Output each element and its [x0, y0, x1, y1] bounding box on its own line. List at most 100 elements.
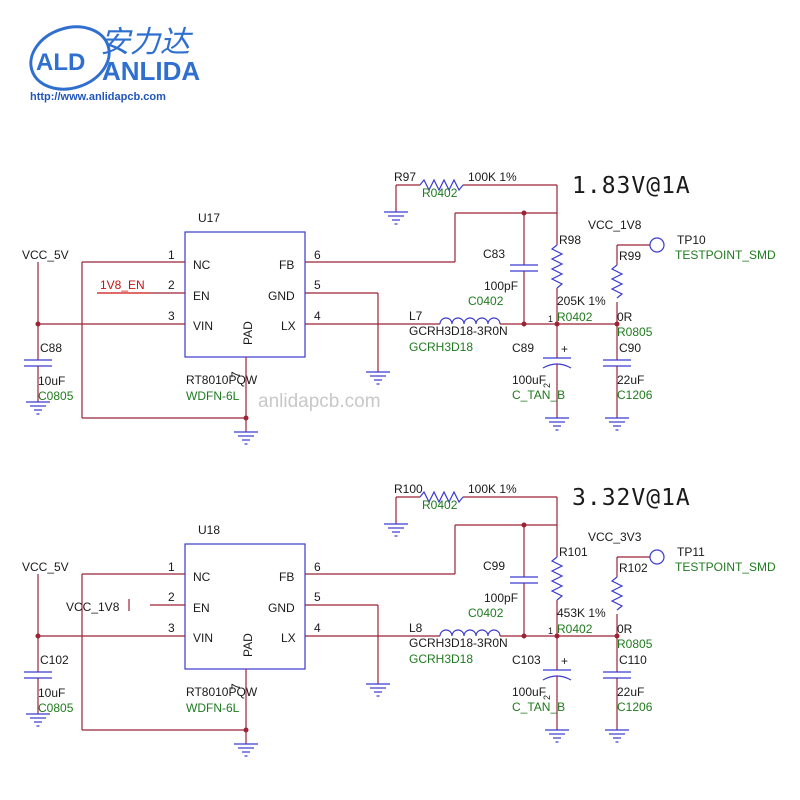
cff-value: 100pF — [484, 591, 518, 605]
testpoint-pad — [649, 549, 665, 565]
testpoint-value: TESTPOINT_SMD — [675, 560, 776, 574]
cout-polarity: + — [561, 654, 568, 668]
vin-junction — [35, 633, 41, 639]
ic-ref: U18 — [198, 523, 220, 537]
company-logo: ALD 安力达 ANLIDA http://www.anlidapcb.com — [29, 25, 200, 103]
vin-net-label: VCC_5V — [22, 560, 69, 574]
pin-name-nc: NC — [193, 570, 211, 584]
ic-pad-label: PAD — [241, 321, 255, 345]
cout-pin2: 2 — [542, 383, 552, 388]
ic-body — [184, 543, 306, 670]
cff-package: C0402 — [468, 606, 504, 620]
ground-symbol — [234, 431, 258, 445]
pin-num-nc: 1 — [168, 248, 175, 262]
cff-bottom-junction — [521, 321, 527, 327]
rtop-value: 453K 1% — [557, 606, 606, 620]
vin-junction — [35, 321, 41, 327]
output-voltage-label: 3.32V@1A — [572, 485, 691, 511]
en-net: 1V8_EN — [97, 278, 150, 294]
pin-name-lx: LX — [281, 319, 296, 333]
ground-symbol — [605, 417, 629, 431]
rff-ref: R100 — [394, 482, 423, 496]
testpoint-ref: TP10 — [677, 233, 706, 247]
cout-pin1: 1 — [548, 314, 553, 324]
ic-part: RT8010PQW — [186, 373, 258, 387]
cff-ref: C99 — [483, 559, 505, 573]
cout-pin2: 2 — [542, 695, 552, 700]
ground-symbol — [545, 417, 569, 431]
rtop-resistor — [550, 244, 564, 289]
cin-ref: C102 — [40, 653, 69, 667]
ground-symbol — [366, 683, 390, 697]
pin-num-lx: 4 — [314, 621, 321, 635]
ground-symbol — [605, 729, 629, 743]
pin-name-nc: NC — [193, 258, 211, 272]
pad-junction — [243, 415, 249, 421]
rtop-resistor — [550, 556, 564, 601]
ic-part: RT8010PQW — [186, 685, 258, 699]
rout-ref: R99 — [619, 249, 641, 263]
pin-num-fb: 6 — [314, 248, 321, 262]
pin-num-gnd: 5 — [314, 278, 321, 292]
ic-package: WDFN-6L — [186, 389, 240, 403]
output-net-label: VCC_3V3 — [588, 530, 642, 544]
rff-ref: R97 — [394, 170, 416, 184]
ground-symbol — [384, 523, 408, 537]
ic-pad-pin: 7 — [229, 371, 243, 378]
cout-package: C_TAN_B — [512, 388, 565, 402]
rff-value: 100K 1% — [468, 482, 517, 496]
cout2-value: 22uF — [617, 685, 644, 699]
cout2-package: C1206 — [617, 388, 653, 402]
rff-resistor — [419, 490, 464, 504]
cff-value: 100pF — [484, 279, 518, 293]
pin-num-vin: 3 — [168, 621, 175, 635]
cout2-ref: C90 — [619, 341, 641, 355]
pin-num-fb: 6 — [314, 560, 321, 574]
pin-num-gnd: 5 — [314, 590, 321, 604]
cout-package: C_TAN_B — [512, 700, 565, 714]
rtop-ref: R101 — [559, 545, 588, 559]
ground-symbol — [26, 713, 50, 727]
cout-value: 100uF — [512, 685, 546, 699]
pin-num-en: 2 — [168, 590, 175, 604]
output-net-label: VCC_1V8 — [588, 218, 642, 232]
ground-symbol — [545, 729, 569, 743]
en-net-label: VCC_1V8 — [66, 600, 120, 614]
rout-junction — [614, 321, 620, 327]
pin-name-vin: VIN — [193, 319, 213, 333]
rtop-value: 205K 1% — [557, 294, 606, 308]
inductor-ref: L7 — [409, 309, 423, 323]
rff-value: 100K 1% — [468, 170, 517, 184]
rff-resistor — [419, 178, 464, 192]
pin-num-vin: 3 — [168, 309, 175, 323]
pin-num-lx: 4 — [314, 309, 321, 323]
rout-resistor — [610, 264, 624, 299]
logo-swoosh — [29, 25, 111, 91]
ground-symbol — [384, 211, 408, 225]
ground-symbol — [234, 743, 258, 757]
pad-junction — [243, 727, 249, 733]
output-voltage-label: 1.83V@1A — [572, 173, 691, 199]
cout2-value: 22uF — [617, 373, 644, 387]
rtop-ref: R98 — [559, 233, 581, 247]
regulator-circuit-3v3: U18 RT8010PQW WDFN-6L PAD 7 NC EN VIN FB… — [22, 482, 776, 757]
vin-net-label: VCC_5V — [22, 248, 69, 262]
cin-ref: C88 — [40, 341, 62, 355]
rout-junction — [614, 633, 620, 639]
rout-ref: R102 — [619, 561, 648, 575]
rout-resistor — [610, 576, 624, 611]
testpoint-ref: TP11 — [677, 545, 705, 559]
pin-num-nc: 1 — [168, 560, 175, 574]
inductor-value: GCRH3D18-3R0N — [409, 324, 508, 338]
rout-value: 0R — [617, 310, 633, 324]
rtop-package: R0402 — [557, 622, 593, 636]
rff-package: R0402 — [422, 498, 458, 512]
cout-ref: C89 — [512, 341, 534, 355]
pin-name-gnd: GND — [268, 601, 295, 615]
cout-value: 100uF — [512, 373, 546, 387]
pin-name-fb: FB — [279, 570, 294, 584]
testpoint-value: TESTPOINT_SMD — [675, 248, 776, 262]
inductor-value: GCRH3D18-3R0N — [409, 636, 508, 650]
inductor-coil — [439, 629, 501, 637]
pin-name-en: EN — [193, 289, 210, 303]
